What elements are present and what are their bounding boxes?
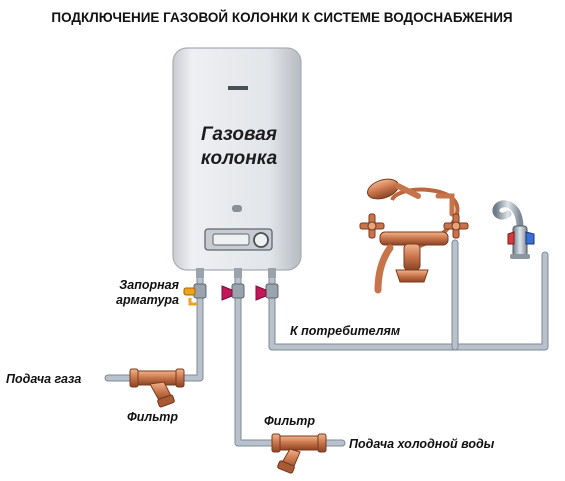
water-filter-label: Фильтр: [264, 414, 315, 428]
diagram-title: ПОДКЛЮЧЕНИЕ ГАЗОВОЙ КОЛОНКИ К СИСТЕМЕ ВО…: [51, 10, 512, 25]
control-knob-icon: [253, 232, 269, 248]
heater-label-line1: Газовая: [201, 124, 277, 145]
gas-filter-icon: [129, 368, 185, 408]
cold-water-label: Подача холодной воды: [349, 437, 495, 451]
sink-faucet-icon: [492, 200, 535, 259]
gas-filter-label: Фильтр: [127, 410, 178, 424]
gas-shutoff-valve-icon: [183, 283, 207, 306]
gas-supply-label: Подача газа: [6, 372, 81, 386]
exhaust-slot-icon: [228, 86, 248, 90]
shutoff-label-line2: арматура: [116, 293, 179, 307]
gas-heater: Газовая колонка: [172, 47, 302, 278]
indicator-icon: [232, 205, 242, 212]
heater-label-line2: колонка: [201, 148, 278, 169]
shutoff-label-line1: Запорная: [119, 278, 179, 292]
water-filter-icon: [271, 433, 327, 474]
consumers-label: К потребителям: [290, 324, 400, 338]
hot-shutoff-valve-icon: [255, 283, 279, 301]
bath-mixer-icon: [359, 178, 469, 294]
water-shutoff-valve-icon: [221, 283, 245, 301]
